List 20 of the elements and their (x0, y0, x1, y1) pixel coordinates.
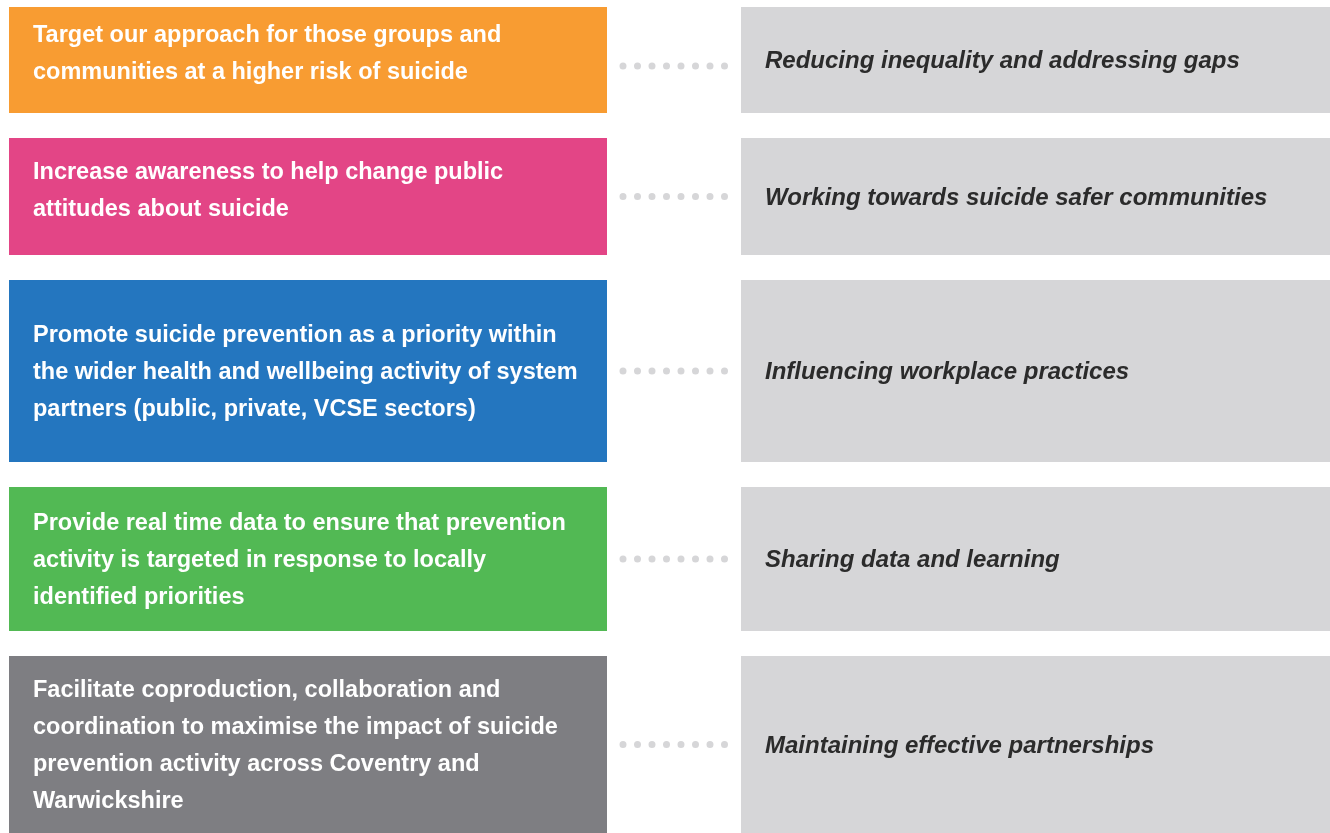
objective-text: Increase awareness to help change public attitudes about suicide (33, 156, 505, 223)
theme-box (741, 7, 1330, 113)
objective-text: Promote suicide prevention as a priority within the wider health and wellbeing activity of system partners (public, private, VCSE sectors) (33, 319, 579, 423)
theme-text: Reducing inequality and addressing gaps (765, 45, 1240, 75)
objective-text: Facilitate coproduction, collaboration and coordination to maximise the impact of suicide prevention activity across Coventry and Warwickshire (33, 674, 559, 815)
theme-text: Influencing workplace practices (765, 356, 1130, 386)
theme-box (741, 138, 1330, 255)
theme-box (741, 487, 1330, 631)
objective-box (9, 7, 607, 113)
objective-box (9, 280, 607, 462)
theme-text: Sharing data and learning (765, 544, 1060, 574)
theme-text: Maintaining effective partnerships (765, 729, 1154, 760)
objective-text: Target our approach for those groups and communities at a higher risk of suicide (33, 20, 503, 86)
objective-text: Provide real time data to ensure that prevention activity is targeted in response to locally identified priorities (33, 507, 567, 611)
objective-box (9, 656, 607, 833)
theme-box (741, 656, 1330, 833)
theme-text: Working towards suicide safer communities (765, 181, 1268, 212)
objective-box (9, 487, 607, 631)
theme-box (741, 280, 1330, 462)
objective-box (9, 138, 607, 255)
